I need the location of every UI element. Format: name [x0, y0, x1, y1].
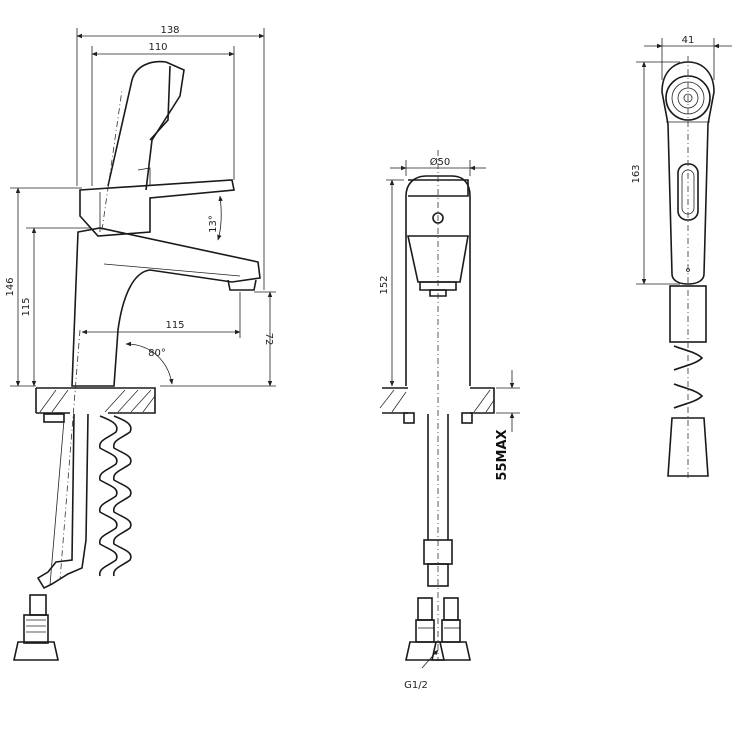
side-view: 138 110 13° 146 115: [5, 25, 276, 661]
dim-80deg-label: 80°: [148, 348, 166, 359]
dim-138-label: 138: [160, 25, 179, 36]
dim-g12-label: G1/2: [404, 680, 428, 691]
dim-d50-label: Ø50: [430, 156, 451, 168]
side-countertop: [35, 387, 156, 414]
handshower-view: 41 163: [631, 35, 732, 480]
front-countertop: [379, 387, 495, 424]
dim-41: 41: [644, 35, 732, 80]
front-faucet-body: [405, 150, 471, 660]
dim-41-label: 41: [682, 35, 695, 46]
dim-146-label: 146: [5, 277, 16, 296]
dim-152-label: 152: [379, 275, 390, 294]
dim-80deg: 80°: [125, 341, 174, 385]
dim-55max-label: 55MAX: [495, 429, 510, 480]
dim-110: 110: [91, 42, 235, 186]
dim-115-horizontal: 115: [81, 292, 241, 338]
front-view: G1/2 Ø50 152 55MAX: [379, 150, 520, 691]
side-centerline: [59, 329, 81, 581]
dim-115-vertical: 115: [21, 227, 90, 387]
dim-diameter-50: Ø50: [390, 156, 486, 176]
dim-115h-label: 115: [165, 320, 184, 331]
dim-13deg: 13°: [208, 195, 223, 241]
dim-146: 146: [5, 187, 82, 387]
side-tails: [13, 413, 132, 661]
dim-163-label: 163: [631, 164, 642, 183]
dim-72: 72: [160, 291, 276, 387]
handshower-hose: [667, 56, 709, 480]
dim-13deg-label: 13°: [208, 215, 219, 233]
dim-115v-label: 115: [21, 297, 32, 316]
front-tails: G1/2: [404, 414, 471, 691]
dim-55max: 55MAX: [495, 370, 520, 481]
dim-138: 138: [76, 25, 265, 290]
dim-110-label: 110: [148, 42, 167, 53]
dim-72-label: 72: [263, 333, 274, 346]
side-faucet-body: [71, 60, 261, 387]
side-shower-axis: [101, 89, 123, 231]
dim-163: 163: [631, 61, 680, 285]
dim-152: 152: [379, 179, 404, 387]
